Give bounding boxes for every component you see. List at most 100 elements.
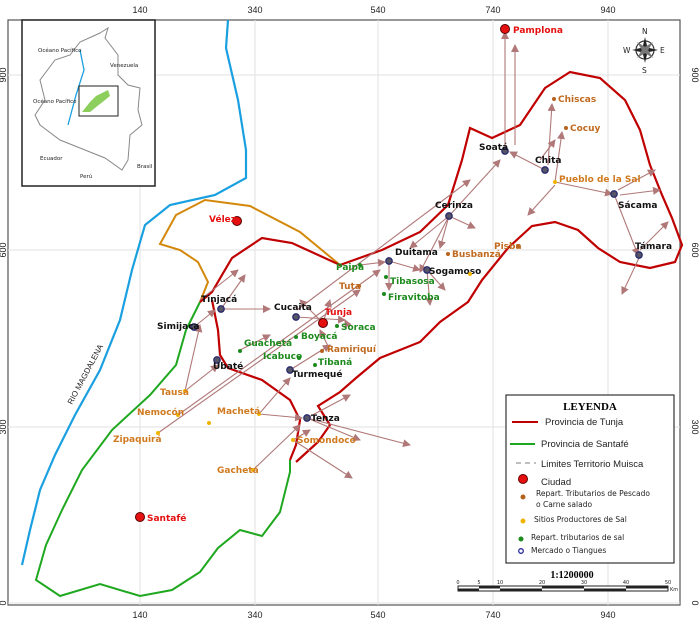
scale-tick: 30 (581, 580, 587, 586)
inset-label-ecuador: Ecuador (40, 156, 63, 162)
scale-tick: 50 (665, 580, 671, 586)
city-marker (500, 24, 510, 34)
place-label: Turmequé (292, 369, 342, 380)
trade-arrow (292, 429, 311, 441)
x-tick-bottom: 740 (485, 610, 500, 620)
provincia-tunja-boundary (199, 70, 684, 463)
inset-label-brasil: Brasil (137, 164, 153, 170)
market-marker (292, 313, 300, 321)
trade-arrow (319, 329, 331, 351)
place-tibasosa: Tibasosa (384, 275, 435, 287)
trade-arrow (344, 319, 352, 331)
market-marker (635, 251, 643, 259)
compass-w: W (623, 46, 631, 55)
fish-marker (516, 244, 520, 248)
fish-marker (357, 284, 361, 288)
place-label: Cucaita (274, 303, 312, 313)
place-tenza: Tenza (303, 414, 340, 424)
salt-marker (251, 468, 255, 472)
market-marker (610, 190, 618, 198)
place-soat-: Soatá (479, 143, 509, 155)
y-tick-right: 600 (690, 242, 700, 257)
fish-marker (446, 252, 450, 256)
y-tick-left: 900 (0, 67, 8, 82)
place-simijaca: Simijaca (157, 322, 200, 332)
fish-marker (564, 126, 568, 130)
place-zipaquir-: Zipaquirá (113, 431, 162, 445)
fish-marker (552, 97, 556, 101)
market-marker (423, 266, 431, 274)
market-marker (217, 305, 225, 313)
place-label: Cocuy (570, 124, 601, 134)
place-pamplona: Pamplona (500, 24, 563, 36)
place-gachet-: Gachetá (217, 466, 259, 476)
place-label: Tausa (160, 388, 189, 398)
place-label: Tunja (325, 308, 352, 318)
trade-arrow (539, 139, 556, 161)
x-tick-bottom: 340 (247, 610, 262, 620)
salt-marker (156, 431, 160, 435)
x-tick-bottom: 940 (600, 610, 615, 620)
place-label: Sácama (618, 201, 657, 211)
salt-marker (183, 389, 187, 393)
place-soraca: Soraca (335, 323, 376, 333)
y-tick-left: 300 (0, 419, 8, 434)
place-label: Zipaquirá (113, 435, 162, 445)
compass-rose-icon: N S E W (623, 27, 665, 75)
place-somondoco: Somondoco (291, 436, 356, 446)
place-pisba: Pisba (494, 242, 522, 252)
rio-magdalena (20, 19, 248, 566)
trade-arrow (184, 324, 203, 392)
inset-label-venezuela: Venezuela (110, 63, 138, 69)
legend: LEYENDA Provincia de Tunja Provincia de … (505, 394, 675, 564)
scale-ratio: 1:1200000 (550, 570, 593, 581)
trade-arrow (388, 260, 421, 272)
trade-arrow (239, 334, 271, 351)
inset-map: Océano Pacífico Océano Pacífico Venezuel… (21, 19, 156, 187)
salt_tributary-marker (238, 349, 242, 353)
compass-e: E (660, 46, 665, 55)
place-label: Chita (535, 156, 561, 166)
places-layer: PamplonaVélezSantaféTunjaSoatáChitaSácam… (113, 24, 672, 524)
place-label: Támara (635, 242, 672, 252)
scale-bar-segment (479, 586, 500, 589)
trade-arrow (220, 274, 246, 310)
trade-arrow (292, 439, 353, 479)
salt_tributary-marker (335, 324, 339, 328)
inset-label-pacific-2: Océano Pacífico (33, 98, 77, 105)
y-tick-right: 0 (690, 600, 700, 605)
legend-item-sal: Sitios Productores de Sal (534, 515, 627, 524)
legend-item-pescado-2: o Carne salado (536, 500, 592, 509)
place-cerinza: Cerinza (435, 201, 473, 220)
place-boyac-: Boyacá (294, 332, 337, 342)
legend-item-ciudad: Ciudad (541, 477, 571, 488)
salt-marker (553, 180, 557, 184)
place-label: Chiscas (558, 95, 596, 105)
trade-arrow (438, 215, 450, 249)
trade-arrow (617, 169, 656, 191)
place-unnamed-salt-site (468, 272, 472, 276)
y-tick-right: 300 (690, 419, 700, 434)
salt_tributary-marker (297, 356, 301, 360)
scale-bar-segment (458, 588, 479, 591)
place-ramiriqu-: Ramiriquí (320, 345, 377, 355)
x-tick-top: 140 (132, 5, 147, 15)
trade-arrow (426, 269, 446, 291)
place-label: Boyacá (301, 332, 337, 342)
legend-item-mercado: Mercado o Tiangues (531, 546, 606, 555)
salt-marker (207, 421, 211, 425)
place-label: Vélez (209, 214, 236, 225)
place-tausa: Tausa (160, 388, 189, 398)
place-pueblo-de-la-sal: Pueblo de la Sal (553, 175, 641, 185)
salt_tributary-marker (313, 363, 317, 367)
trade-arrow (554, 181, 613, 197)
market-marker (213, 356, 221, 364)
trade-arrow (409, 215, 450, 249)
trade-arrow (306, 417, 361, 442)
place-v-lez: Vélez (209, 214, 242, 226)
trade-arrow (177, 269, 381, 416)
place-t-mara: Támara (635, 242, 672, 259)
trade-arrow (199, 269, 239, 301)
place-s-cama: Sácama (610, 190, 657, 211)
salt_tributary-marker (384, 275, 388, 279)
